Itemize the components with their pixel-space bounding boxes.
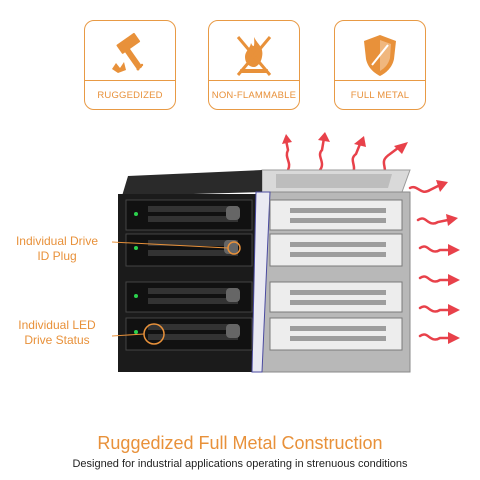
drive-id-marker (227, 241, 241, 255)
full-metal-label: FULL METAL (335, 80, 425, 109)
left-trays (125, 199, 253, 351)
heat-arrow (418, 245, 452, 253)
right-trays (269, 199, 403, 351)
drive-id-callout: Individual Drive ID Plug (2, 234, 112, 264)
heat-arrow (418, 275, 452, 283)
drive-cage-illustration (111, 132, 460, 373)
led-callout-line2: Drive Status (24, 333, 90, 347)
hammer-icon (85, 29, 175, 81)
full-metal-badge: FULL METAL (334, 20, 426, 110)
no-fire-icon (209, 29, 299, 81)
heat-arrow (284, 138, 291, 172)
ruggedized-label: RUGGEDIZED (85, 80, 175, 109)
shield-icon (335, 29, 425, 81)
heat-arrow (418, 305, 452, 313)
heat-arrow (408, 184, 440, 193)
led-callout-line1: Individual LED (18, 318, 96, 332)
heat-arrows (282, 132, 460, 344)
led-marker (143, 323, 165, 345)
drive-tray (125, 281, 253, 313)
drive-id-callout-line2: ID Plug (37, 249, 77, 263)
drive-id-leader (111, 241, 229, 249)
heat-arrow (416, 217, 450, 225)
drive-tray (125, 317, 253, 351)
non-flammable-label: NON-FLAMMABLE (209, 80, 299, 109)
led-callout: Individual LED Drive Status (2, 318, 112, 348)
drive-tray (125, 233, 253, 267)
drive-id-callout-line1: Individual Drive (15, 234, 99, 248)
page-title: Ruggedized Full Metal Construction (97, 433, 383, 453)
page-subtitle: Designed for industrial applications ope… (72, 458, 408, 470)
drive-tray (125, 199, 253, 231)
led-leader (111, 333, 145, 337)
heat-arrow (318, 136, 326, 172)
chassis-top-left (122, 170, 262, 196)
ruggedized-badge: RUGGEDIZED (84, 20, 176, 110)
heat-arrow (418, 333, 452, 341)
non-flammable-badge: NON-FLAMMABLE (208, 20, 300, 110)
